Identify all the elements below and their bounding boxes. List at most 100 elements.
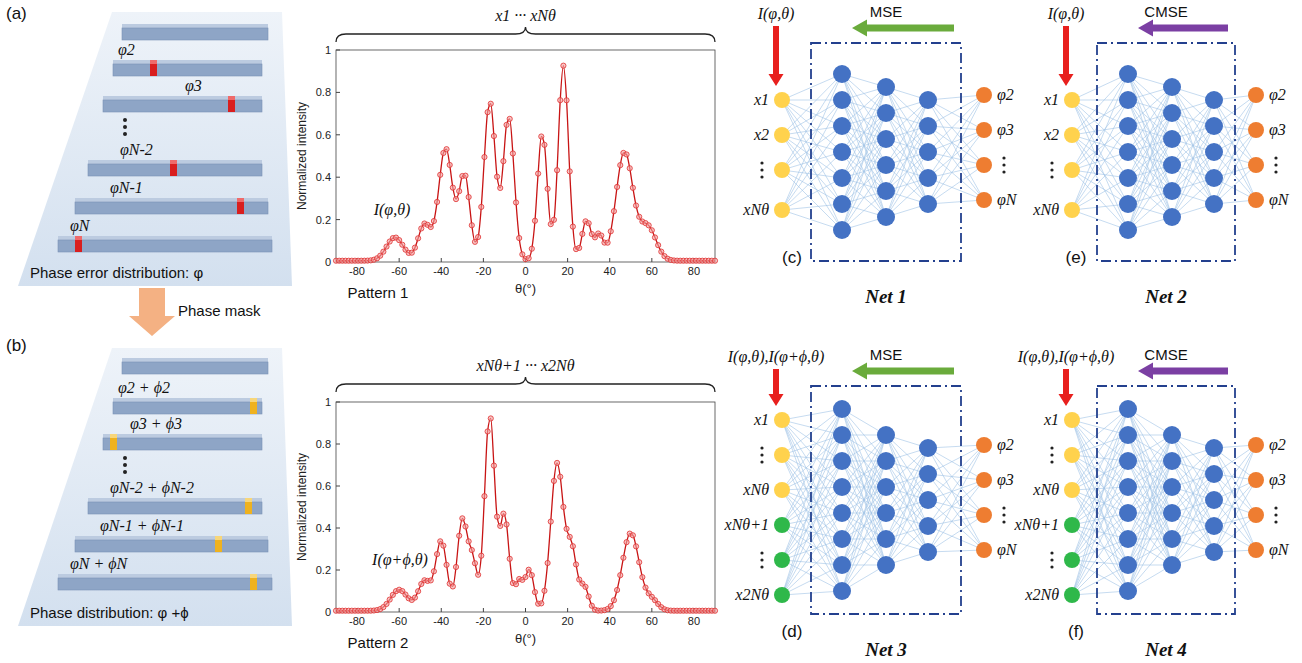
math-label: φ3 xyxy=(1269,121,1286,139)
ellipsis-dot xyxy=(1274,506,1277,509)
data-marker xyxy=(507,116,512,121)
ellipsis-dot xyxy=(123,463,127,467)
tick-label: -80 xyxy=(349,615,365,627)
ellipsis-dot xyxy=(1050,565,1053,568)
weight-line xyxy=(782,487,842,560)
ellipsis-dot xyxy=(1274,520,1277,523)
output-neuron xyxy=(1248,542,1264,558)
ellipsis-dot xyxy=(760,446,763,449)
hidden-neuron xyxy=(1205,543,1223,561)
network-box: Net 4 xyxy=(1096,385,1236,615)
loss-arrow xyxy=(852,363,954,380)
data-marker xyxy=(491,463,496,468)
hidden-neuron xyxy=(833,91,851,109)
weight-line xyxy=(1128,435,1172,565)
math-label: φ2 xyxy=(997,86,1014,104)
weight-line xyxy=(928,165,984,204)
data-marker xyxy=(554,460,559,465)
data-marker xyxy=(513,582,518,587)
weight-line xyxy=(1072,409,1128,525)
data-marker xyxy=(551,217,556,222)
ellipsis-dot xyxy=(123,125,127,129)
phase-mark xyxy=(110,434,117,438)
hidden-neuron xyxy=(833,400,851,418)
phase-mark xyxy=(245,498,252,502)
tick-label: 0.6 xyxy=(316,129,331,141)
data-marker xyxy=(564,526,569,531)
data-marker xyxy=(614,587,619,592)
plot-frame xyxy=(336,402,715,612)
phase-mark xyxy=(250,574,257,578)
data-marker xyxy=(570,544,575,549)
intensity-plot xyxy=(333,377,717,613)
data-marker xyxy=(416,589,421,594)
tick-label: 40 xyxy=(604,265,616,277)
phase-mark xyxy=(250,398,257,402)
data-marker xyxy=(545,186,550,191)
phase-mark xyxy=(215,540,222,552)
phase-mark xyxy=(250,402,257,414)
waveguide-stack xyxy=(18,12,292,286)
weight-line xyxy=(782,525,842,591)
math-label: I(φ,θ) xyxy=(758,5,795,23)
weight-line xyxy=(842,513,886,591)
data-marker xyxy=(501,511,506,516)
tick-label: -40 xyxy=(433,265,449,277)
math-label: x2 xyxy=(754,126,769,144)
hidden-neuron xyxy=(1163,504,1181,522)
data-marker xyxy=(567,169,572,174)
weight-line xyxy=(782,487,842,595)
output-neuron xyxy=(976,437,992,453)
data-marker xyxy=(526,567,531,572)
data-marker xyxy=(469,223,474,228)
network-box: Net 2 xyxy=(1096,42,1236,262)
output-neuron xyxy=(1248,122,1264,138)
math-label: φ2 xyxy=(997,436,1014,454)
output-neuron xyxy=(1248,437,1264,453)
weight-line xyxy=(1072,461,1128,595)
waveguide xyxy=(75,202,268,214)
hidden-neuron xyxy=(1163,452,1181,470)
dashed-border xyxy=(811,386,961,614)
data-marker xyxy=(488,416,493,421)
weight-line xyxy=(782,126,842,170)
ellipsis-dot xyxy=(1002,520,1005,523)
ellipsis-dot xyxy=(123,118,127,122)
math-label: φ3 xyxy=(997,121,1014,139)
waveguide-top xyxy=(113,60,262,64)
weight-line xyxy=(1072,100,1128,170)
weight-line xyxy=(782,513,842,560)
data-marker xyxy=(409,250,414,255)
data-marker xyxy=(561,63,566,68)
weight-line xyxy=(928,448,984,515)
data-marker xyxy=(479,204,484,209)
data-marker xyxy=(513,200,518,205)
dashed-border xyxy=(811,43,961,261)
hidden-neuron xyxy=(1119,504,1137,522)
weight-line xyxy=(782,539,842,560)
hidden-neuron xyxy=(877,530,895,548)
math-label: φN xyxy=(997,541,1017,559)
waveguide xyxy=(103,438,262,450)
hidden-neuron xyxy=(1119,117,1137,135)
data-marker xyxy=(630,533,635,538)
weight-line xyxy=(842,435,886,565)
data-marker xyxy=(573,562,578,567)
tick-label: -60 xyxy=(391,615,407,627)
waveguide-top xyxy=(113,398,262,402)
hidden-neuron xyxy=(1205,517,1223,535)
waveguide xyxy=(113,402,262,414)
hidden-neuron xyxy=(919,543,937,561)
hidden-neuron xyxy=(833,530,851,548)
weight-line xyxy=(928,100,984,165)
data-marker xyxy=(542,142,547,147)
tick xyxy=(336,402,340,403)
math-label: I(φ,θ) xyxy=(374,201,411,219)
weight-line xyxy=(842,409,886,487)
data-marker xyxy=(539,601,544,606)
hidden-neuron xyxy=(1163,556,1181,574)
weight-line xyxy=(782,100,842,135)
math-label: φN-1 + ϕN-1 xyxy=(100,517,184,535)
data-marker xyxy=(476,572,481,577)
hidden-neuron xyxy=(1163,78,1181,96)
